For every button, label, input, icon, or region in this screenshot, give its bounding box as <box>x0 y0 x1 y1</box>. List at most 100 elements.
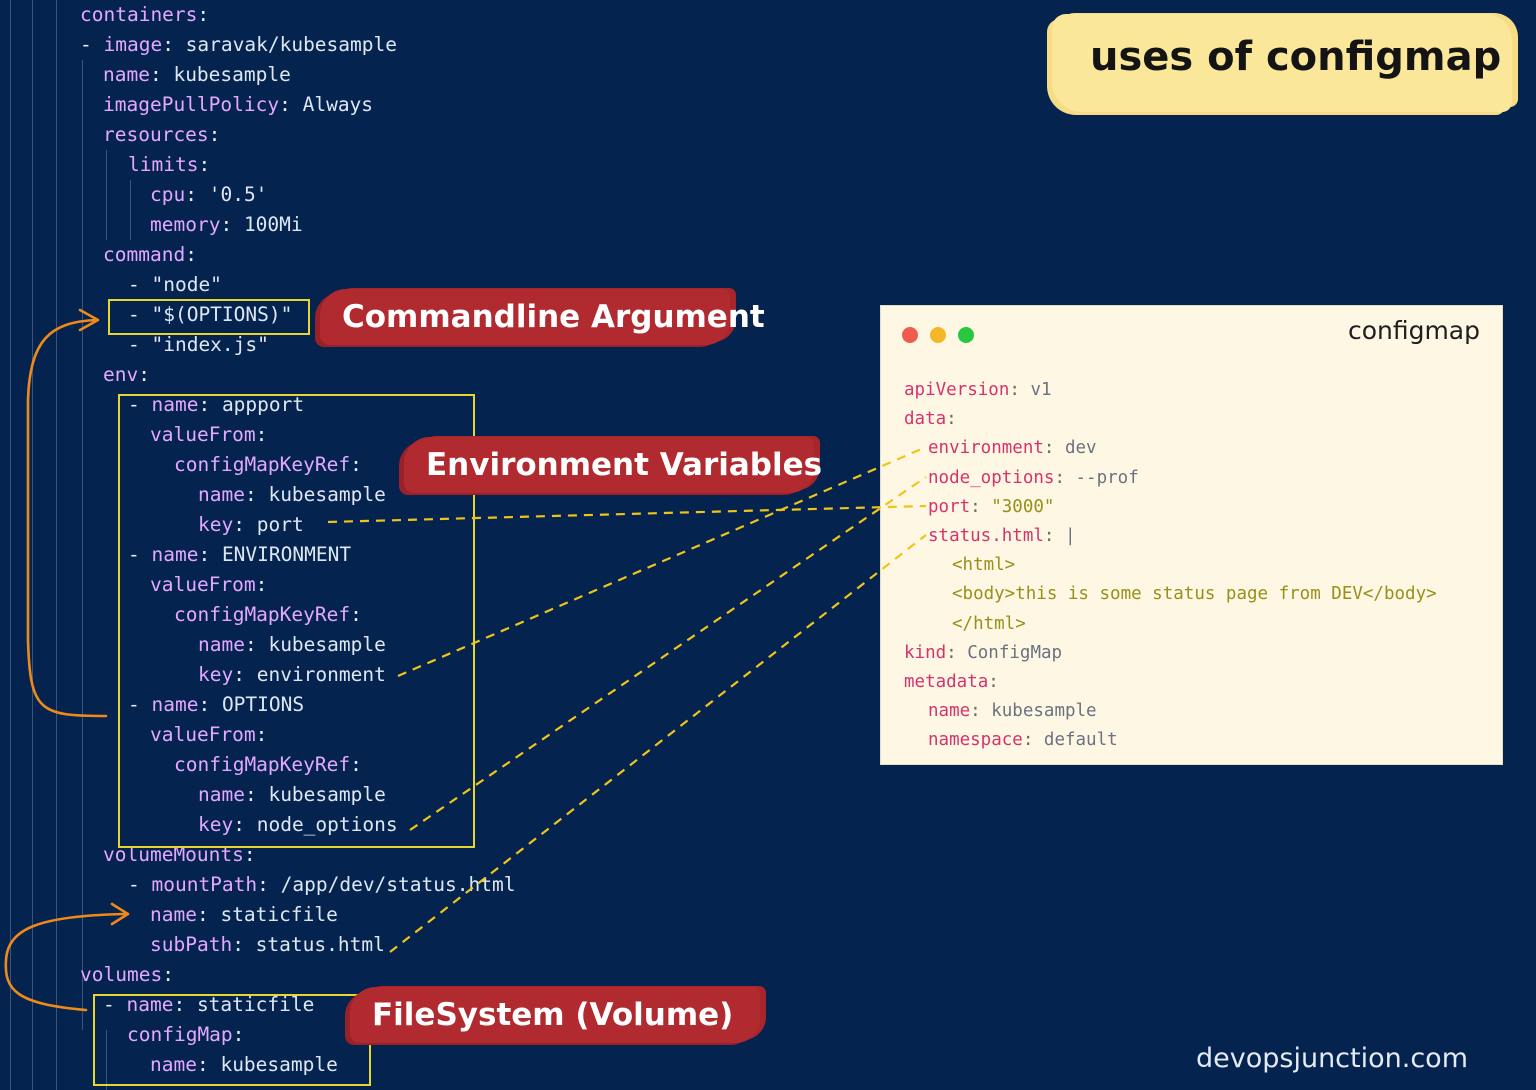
yaml-line: volumeMounts: <box>103 840 256 870</box>
yaml-value: kubesample <box>173 63 291 86</box>
yaml-sep: : <box>162 963 174 986</box>
yaml-line: - "node" <box>128 270 222 300</box>
configmap-key: data <box>904 409 947 430</box>
yaml-key: volumeMounts <box>103 843 244 866</box>
yaml-value: appport <box>221 393 305 416</box>
yaml-value: status.html <box>255 933 385 956</box>
yaml-key: key <box>198 813 234 836</box>
yaml-sep: : <box>255 723 268 746</box>
yaml-sep: : <box>279 93 303 116</box>
yaml-line: name: kubesample <box>198 630 386 660</box>
indent-guide <box>10 0 11 1090</box>
configmap-line: kind: ConfigMap <box>904 639 1062 668</box>
yaml-sep: : <box>196 903 221 926</box>
yaml-value: kubesample <box>268 633 386 656</box>
configmap-value: "3000" <box>991 496 1055 517</box>
configmap-key: metadata <box>904 672 989 692</box>
yaml-line: - name: OPTIONS <box>128 690 304 720</box>
yaml-line: cpu: '0.5' <box>150 180 267 210</box>
yaml-line: name: kubesample <box>198 780 386 810</box>
yaml-sep: : <box>220 213 244 236</box>
yaml-key: mountPath <box>151 873 258 896</box>
yaml-line: name: staticfile <box>150 900 338 930</box>
configmap-value: default <box>1043 730 1118 751</box>
yaml-value: '0.5' <box>208 183 268 206</box>
configmap-line: <html> <box>952 551 1015 580</box>
yaml-line: valueFrom: <box>150 420 267 450</box>
configmap-value: | <box>1064 526 1076 546</box>
yaml-dash: - <box>128 273 152 296</box>
yaml-line: - mountPath: /app/dev/status.html <box>128 870 515 900</box>
configmap-key: apiVersion <box>904 380 1010 400</box>
configmap-value: </html> <box>952 613 1026 634</box>
yaml-sep: : <box>350 753 362 776</box>
configmap-sep: : <box>946 642 968 663</box>
yaml-key: subPath <box>150 933 233 956</box>
yaml-sep: : <box>173 993 197 1016</box>
yaml-line: configMapKeyRef: <box>174 750 362 780</box>
yaml-line: - image: saravak/kubesample <box>80 30 397 60</box>
yaml-dash: - <box>128 543 152 566</box>
yaml-value: staticfile <box>196 993 315 1016</box>
connector-node-options <box>409 476 927 831</box>
configmap-value: kubesample <box>991 701 1097 722</box>
yaml-line: key: environment <box>198 660 386 690</box>
yaml-key: configMapKeyRef <box>174 603 351 626</box>
yaml-key: limits <box>128 153 199 176</box>
configmap-line: name: kubesample <box>928 697 1097 726</box>
yaml-line: configMapKeyRef: <box>174 600 362 630</box>
yaml-line: key: node_options <box>198 810 398 840</box>
yaml-line: valueFrom: <box>150 570 267 600</box>
yaml-key: name <box>103 63 150 86</box>
yaml-value: 100Mi <box>243 213 303 236</box>
environment-variables-badge: Environment Variables <box>404 437 822 493</box>
yaml-sep: : <box>149 63 174 86</box>
yaml-line: imagePullPolicy: Always <box>103 90 373 120</box>
yaml-value: /app/dev/status.html <box>280 873 516 896</box>
configmap-line: node_options: --prof <box>928 464 1139 493</box>
configmap-value: --prof <box>1075 467 1139 488</box>
yaml-line: name: kubesample <box>198 480 386 510</box>
yaml-key: valueFrom <box>150 423 256 446</box>
yaml-sep: : <box>162 33 186 56</box>
configmap-key: kind <box>904 642 947 663</box>
yaml-sep: : <box>232 933 256 956</box>
yaml-value: "node" <box>151 273 222 296</box>
configmap-key: node_options <box>928 467 1055 488</box>
indent-guide <box>106 1030 107 1090</box>
yaml-key: memory <box>150 213 221 236</box>
yaml-line: volumes: <box>80 960 174 990</box>
yaml-sep: : <box>243 843 256 866</box>
yaml-line: - name: ENVIRONMENT <box>128 540 351 570</box>
yaml-value: environment <box>256 663 386 686</box>
configmap-key: name <box>928 701 971 722</box>
configmap-sep: : <box>1043 438 1065 459</box>
yaml-sep: : <box>233 813 257 836</box>
yaml-sep: : <box>138 363 150 386</box>
yaml-key: name <box>198 783 245 806</box>
configmap-value: v1 <box>1030 380 1052 400</box>
indent-guide <box>82 60 83 1030</box>
configmap-key: status.html <box>928 526 1044 546</box>
yaml-key: key <box>198 663 234 686</box>
yaml-key: name <box>198 633 245 656</box>
configmap-line: data: <box>904 405 957 434</box>
window-close-dot <box>902 327 918 343</box>
configmap-line: </html> <box>952 610 1026 639</box>
yaml-sep: : <box>255 573 268 596</box>
yaml-value: ENVIRONMENT <box>221 543 352 566</box>
yaml-sep: : <box>244 633 269 656</box>
yaml-line: env: <box>103 360 150 390</box>
yaml-key: name <box>151 693 199 716</box>
configmap-sep: : <box>970 496 992 517</box>
configmap-line: port: "3000" <box>928 493 1054 522</box>
yaml-line: name: kubesample <box>150 1050 338 1080</box>
configmap-line: namespace: default <box>928 726 1118 755</box>
yaml-key: name <box>151 543 199 566</box>
yaml-dash: - <box>128 693 152 716</box>
yaml-sep: : <box>232 1023 245 1046</box>
filesystem-volume-badge: FileSystem (Volume) <box>350 987 760 1043</box>
window-maximize-dot <box>958 327 974 343</box>
yaml-sep: : <box>198 543 222 566</box>
